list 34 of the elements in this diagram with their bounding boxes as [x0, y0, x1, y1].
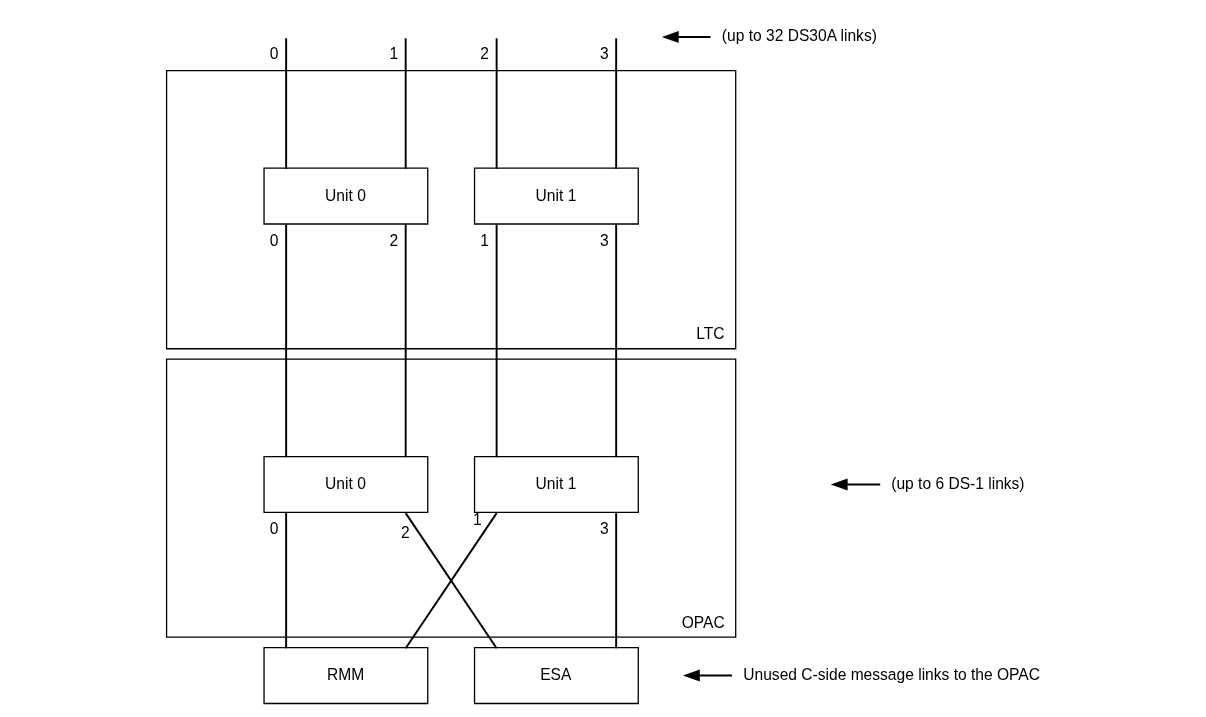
arrow	[830, 478, 881, 491]
node-box: Unit 1	[473, 455, 639, 514]
edge-label: 3	[599, 231, 609, 249]
edge-label: 1	[388, 45, 398, 63]
node-text: (up to 32 DS30A links)	[721, 26, 877, 44]
edge-label: 2	[479, 45, 489, 63]
connector	[284, 37, 287, 170]
node-box: RMM	[262, 646, 428, 705]
arrow	[682, 669, 733, 682]
connector	[614, 37, 617, 170]
connector	[404, 512, 498, 650]
edge-label: 0	[269, 520, 279, 538]
edge-label: 2	[388, 231, 398, 249]
node-box: ESA	[473, 646, 639, 705]
edge-label: 0	[269, 231, 279, 249]
arrow	[661, 31, 711, 43]
node-box: Unit 0	[262, 167, 428, 225]
node-text: Unused C-side message links to the OPAC	[742, 665, 1040, 683]
connector	[495, 37, 498, 170]
edge-label: 3	[599, 45, 609, 63]
edge-label: 0	[269, 45, 279, 63]
node-box: Unit 0	[262, 455, 428, 514]
connector	[495, 223, 498, 459]
edge-label: 2	[400, 523, 410, 541]
edge-label: 1	[479, 231, 489, 249]
connector	[404, 223, 407, 459]
connector	[284, 512, 287, 650]
connector	[614, 223, 617, 459]
connector	[404, 37, 407, 170]
node-box: Unit 1	[473, 167, 639, 225]
edge-label: 3	[599, 520, 609, 538]
connector	[614, 512, 617, 650]
node-text: (up to 6 DS-1 links)	[890, 474, 1025, 492]
connector	[284, 223, 287, 459]
